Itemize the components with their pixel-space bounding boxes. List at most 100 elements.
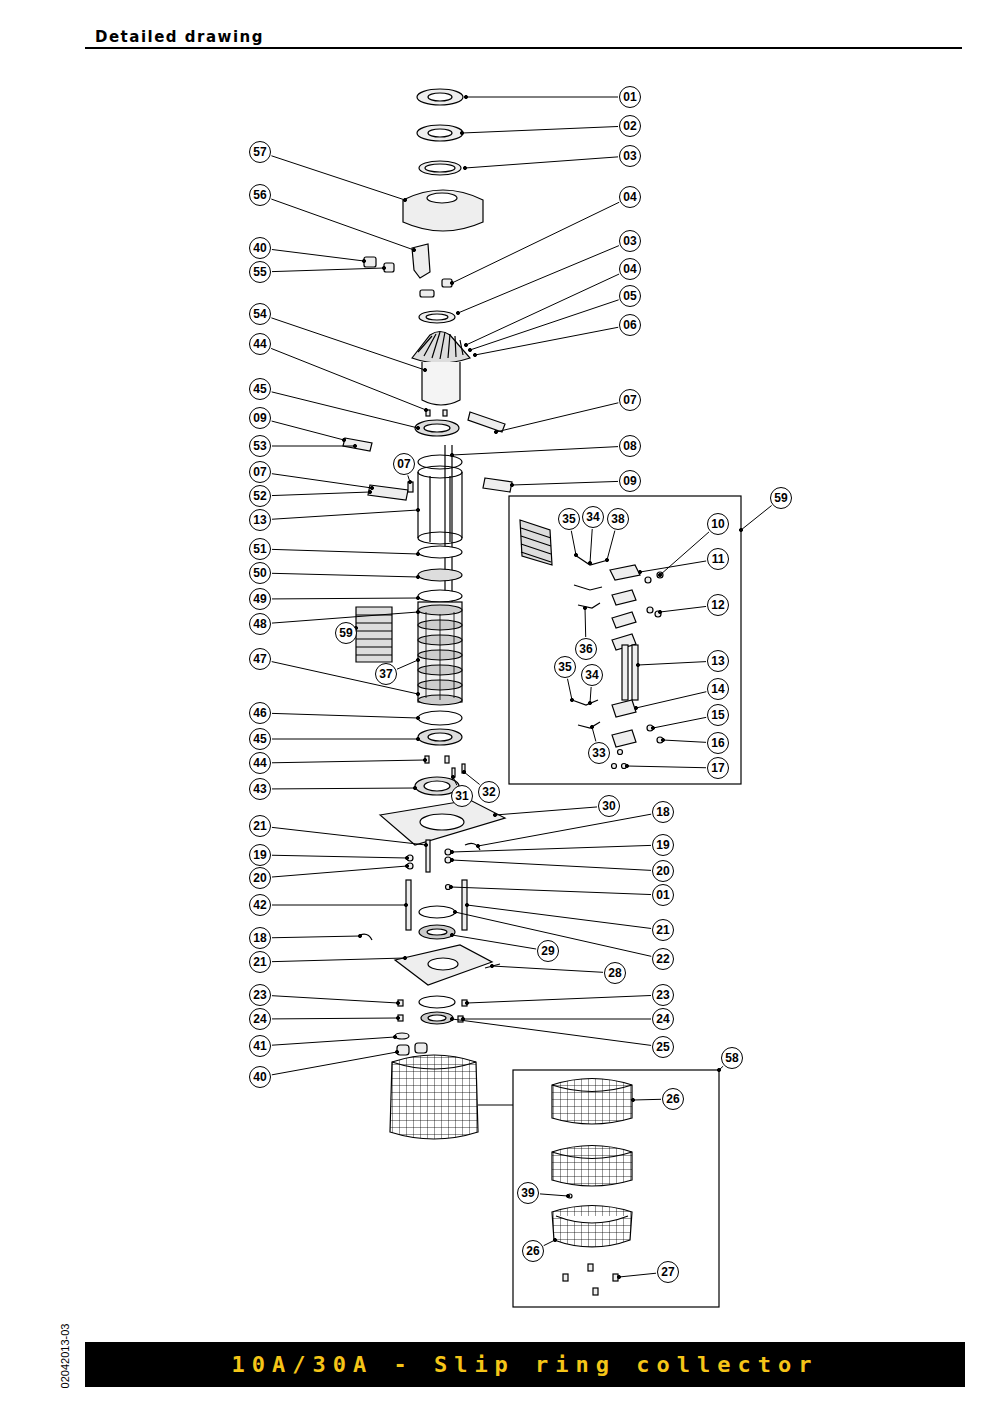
leader-dot	[405, 864, 408, 867]
callout-circle: 32	[478, 781, 500, 803]
leader-dot	[449, 885, 452, 888]
callout-number: 13	[253, 514, 266, 526]
callout-number: 27	[661, 1266, 674, 1278]
leader-line	[741, 505, 772, 530]
callout-number: 05	[623, 290, 636, 302]
leader-line	[272, 549, 418, 554]
leader-dot	[473, 353, 476, 356]
callout-circle: 04	[619, 186, 641, 208]
callout-circle: 23	[652, 984, 674, 1006]
callout-number: 52	[253, 490, 266, 502]
callout-circle: 45	[249, 378, 271, 400]
leader-dot	[423, 368, 426, 371]
callout-number: 21	[253, 956, 266, 968]
leader-line	[272, 866, 407, 877]
callout-circle: 24	[652, 1008, 674, 1030]
callout-number: 23	[656, 989, 669, 1001]
leader-line	[467, 995, 651, 1003]
callout-number: 59	[339, 627, 352, 639]
callout-number: 41	[253, 1040, 266, 1052]
leader-line	[458, 246, 619, 313]
leader-dot	[342, 438, 345, 441]
leader-line	[271, 318, 425, 370]
leader-line	[272, 788, 415, 790]
callout-number: 42	[253, 899, 266, 911]
callout-number: 48	[253, 618, 266, 630]
callout-circle: 01	[652, 884, 674, 906]
leader-dot	[636, 663, 639, 666]
leader-line	[451, 887, 651, 895]
callout-number: 40	[253, 242, 266, 254]
leader-dot	[395, 1050, 398, 1053]
leader-dot	[553, 1238, 556, 1241]
callout-circle: 33	[588, 742, 610, 764]
callout-number: 23	[253, 989, 266, 1001]
leader-line	[495, 807, 597, 815]
leader-dot	[460, 131, 463, 134]
callout-circle: 21	[249, 951, 271, 973]
leader-line	[492, 966, 603, 972]
leader-dot	[739, 528, 742, 531]
leader-line	[540, 1194, 568, 1196]
callout-circle: 34	[581, 664, 603, 686]
callout-number: 49	[253, 593, 266, 605]
callout-number: 51	[253, 543, 266, 555]
caption-text: 10A/30A - Slip ring collector	[85, 1342, 965, 1387]
leader-line	[271, 156, 405, 200]
callout-circle: 40	[249, 1066, 271, 1088]
leader-line	[272, 392, 418, 428]
leader-dot	[634, 706, 637, 709]
callout-number: 56	[253, 189, 266, 201]
leader-line	[455, 912, 651, 956]
callout-circle: 29	[537, 940, 559, 962]
leader-dot	[405, 856, 408, 859]
leader-dot	[570, 698, 573, 701]
callout-circle: 08	[619, 435, 641, 457]
leader-dot	[416, 716, 419, 719]
leader-line	[470, 300, 619, 350]
leader-line	[452, 447, 618, 455]
callout-number: 50	[253, 567, 266, 579]
leader-dot	[456, 311, 459, 314]
document-code: 02042013-03	[59, 1311, 71, 1401]
callout-number: 07	[623, 394, 636, 406]
callout-circle: 11	[707, 548, 729, 570]
leader-dot	[396, 1016, 399, 1019]
callout-number: 20	[253, 872, 266, 884]
leader-dot	[658, 573, 661, 576]
leader-line	[640, 561, 706, 572]
leader-line	[272, 713, 418, 718]
callout-circle: 13	[707, 650, 729, 672]
callout-number: 53	[253, 440, 266, 452]
leader-line	[590, 687, 591, 703]
callout-number: 26	[666, 1093, 679, 1105]
callout-number: 11	[712, 553, 725, 565]
callout-number: 44	[253, 757, 266, 769]
callout-circle: 58	[721, 1047, 743, 1069]
callout-circle: 27	[657, 1261, 679, 1283]
callout-circle: 31	[451, 785, 473, 807]
leader-line	[272, 827, 426, 845]
callout-circle: 19	[652, 834, 674, 856]
callout-circle: 42	[249, 894, 271, 916]
callout-number: 34	[585, 669, 598, 681]
leader-dot	[416, 610, 419, 613]
callout-circle: 16	[707, 732, 729, 754]
leader-dot	[358, 934, 361, 937]
leader-dot	[416, 596, 419, 599]
leader-line	[496, 403, 618, 432]
callout-number: 45	[253, 383, 266, 395]
callout-number: 25	[656, 1041, 669, 1053]
leader-dot	[566, 1194, 569, 1197]
callout-circle: 10	[707, 513, 729, 535]
leader-line	[272, 760, 425, 763]
leader-line	[464, 772, 480, 785]
leader-dot	[450, 858, 453, 861]
leader-dot	[416, 552, 419, 555]
callout-circle: 56	[249, 184, 271, 206]
callout-number: 08	[623, 440, 636, 452]
callout-circle: 36	[575, 638, 597, 660]
leader-dot	[476, 844, 479, 847]
callout-number: 32	[482, 786, 495, 798]
